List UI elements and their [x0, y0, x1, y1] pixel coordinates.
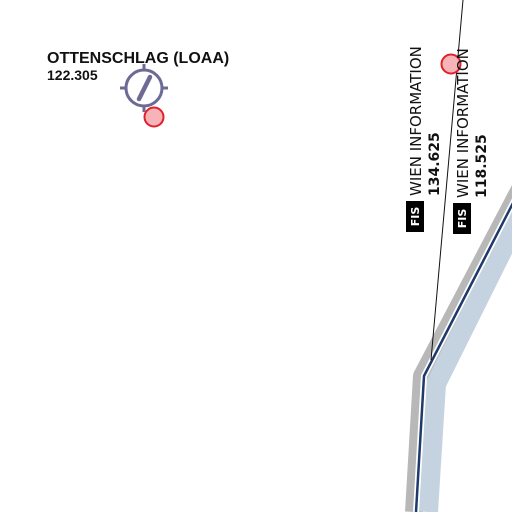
- fis-frequency: 134.625: [427, 132, 443, 196]
- fis-badge: [406, 201, 424, 232]
- airspace-boundary-band: [418, 208, 512, 512]
- airport-name: OTTENSCHLAG (LOAA): [47, 50, 229, 67]
- fis-label: FIS WIEN INFORMATION 134.625: [406, 46, 443, 232]
- airspace-boundary-line: [414, 202, 512, 512]
- fis-name: WIEN INFORMATION: [454, 48, 472, 198]
- fis-badge-text: FIS: [409, 207, 422, 227]
- reporting-point-icon[interactable]: [440, 53, 462, 75]
- airfield-icon[interactable]: [120, 64, 168, 112]
- airspace-boundary: [405, 184, 512, 512]
- fis-frequency: 118.525: [474, 134, 490, 198]
- fis-badge-text: FIS: [456, 209, 469, 229]
- reporting-point-icon[interactable]: [143, 106, 165, 128]
- fis-name: WIEN INFORMATION: [407, 46, 425, 196]
- fis-badge: [453, 203, 471, 234]
- airport-frequency: 122.305: [47, 67, 98, 83]
- fis-label: FIS WIEN INFORMATION 118.525: [453, 48, 490, 234]
